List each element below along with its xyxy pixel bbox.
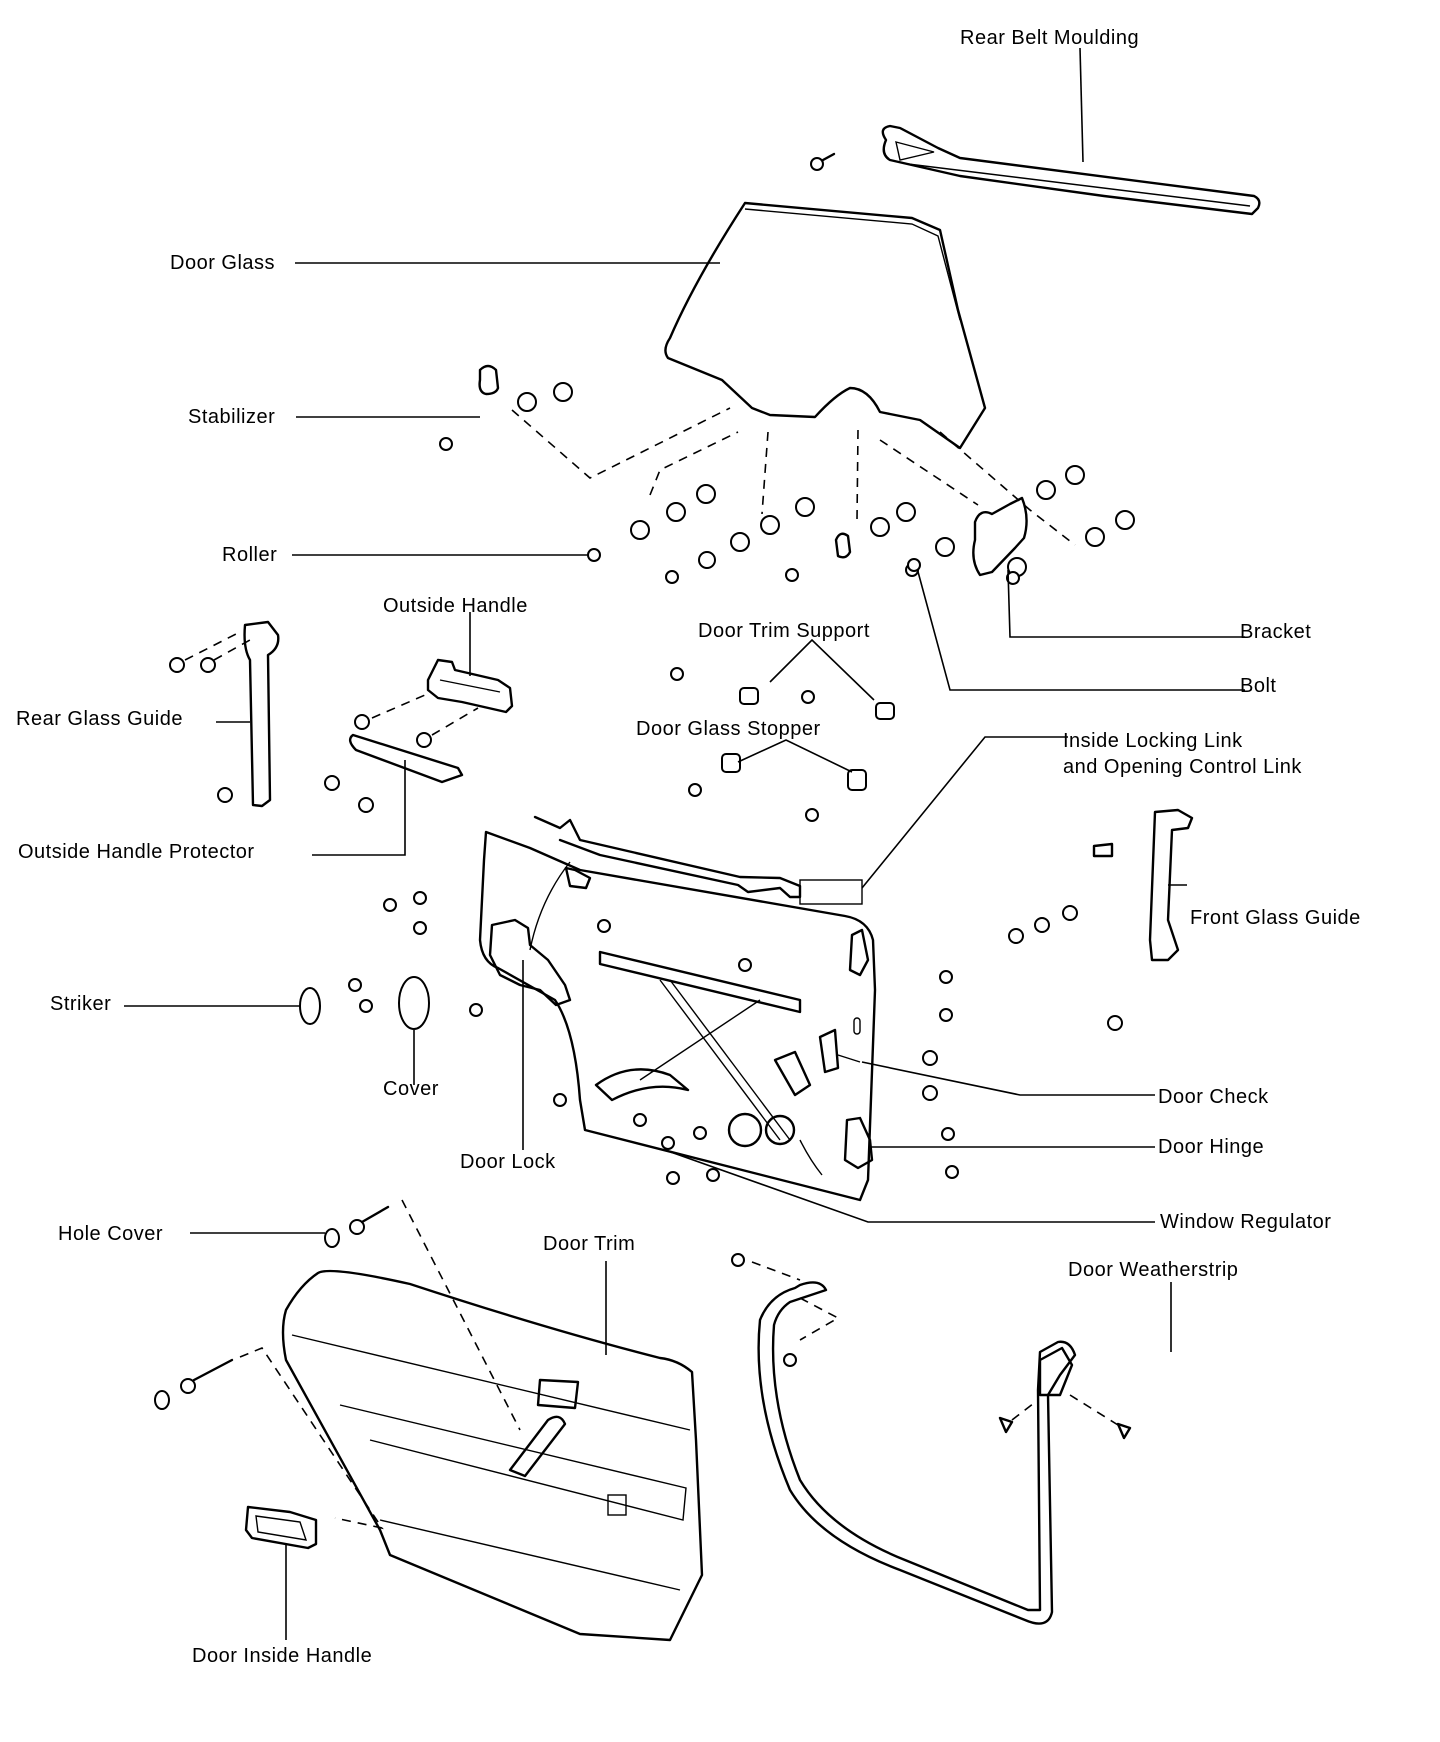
label-door-glass-stopper: Door Glass Stopper xyxy=(636,718,821,740)
inside-locking-link-part xyxy=(529,815,863,951)
label-door-lock: Door Lock xyxy=(460,1151,556,1173)
label-door-check: Door Check xyxy=(1158,1086,1269,1108)
stabilizer-part xyxy=(439,364,573,451)
label-outside-handle-protector: Outside Handle Protector xyxy=(18,841,255,863)
label-door-inside-handle: Door Inside Handle xyxy=(192,1645,373,1667)
label-door-trim-support: Door Trim Support xyxy=(698,620,870,642)
label-bracket: Bracket xyxy=(1240,621,1312,643)
bracket-leader xyxy=(1007,569,1245,638)
door-glass-stopper-leader xyxy=(737,739,853,773)
label-hole-cover: Hole Cover xyxy=(58,1223,164,1245)
outside-handle-part xyxy=(354,658,514,748)
label-roller: Roller xyxy=(222,544,278,566)
label-inside-locking-link-line1: Inside Locking Link xyxy=(1063,730,1243,752)
inside-locking-link-leader xyxy=(861,736,1068,889)
door-check-part xyxy=(818,970,953,1101)
label-bolt: Bolt xyxy=(1240,675,1277,697)
rear-belt-moulding-leader xyxy=(1079,47,1084,163)
door-trim-support-part xyxy=(670,667,895,720)
roller-part xyxy=(587,465,1135,584)
cover-part xyxy=(398,976,430,1030)
door-hinge-part xyxy=(843,928,959,1179)
rear-glass-guide-part xyxy=(169,620,280,808)
outside-handle-protector-part xyxy=(324,733,464,813)
label-inside-locking-link-line2: and Opening Control Link xyxy=(1063,756,1302,778)
door-glass-stopper-part xyxy=(688,753,867,822)
bolt-leader xyxy=(916,567,1245,691)
label-striker: Striker xyxy=(50,993,112,1015)
rear-belt-moulding-part xyxy=(810,124,1261,216)
label-door-glass: Door Glass xyxy=(170,252,276,274)
label-stabilizer: Stabilizer xyxy=(188,406,276,428)
label-front-glass-guide: Front Glass Guide xyxy=(1190,907,1361,929)
label-door-trim: Door Trim xyxy=(543,1233,636,1255)
window-regulator-part xyxy=(553,919,823,1185)
label-cover: Cover xyxy=(383,1078,439,1100)
door-trim-support-leader xyxy=(769,638,875,701)
label-door-hinge: Door Hinge xyxy=(1158,1136,1265,1158)
bracket-part xyxy=(972,496,1028,585)
door-lock-part xyxy=(488,918,572,1007)
front-glass-guide-part xyxy=(1008,808,1194,1031)
door-panel-part xyxy=(478,830,877,1202)
label-door-weatherstrip: Door Weatherstrip xyxy=(1068,1259,1239,1281)
door-trim-part xyxy=(281,1269,704,1642)
door-inside-handle-part xyxy=(244,1505,318,1550)
label-window-regulator: Window Regulator xyxy=(1160,1211,1332,1233)
window-regulator-leader xyxy=(664,1149,1155,1223)
label-outside-handle: Outside Handle xyxy=(383,595,528,617)
label-rear-belt-moulding: Rear Belt Moulding xyxy=(960,27,1140,49)
outside-handle-protector-leader xyxy=(312,760,406,856)
hole-cover-part xyxy=(154,1205,390,1410)
door-check-leader xyxy=(861,1061,1155,1096)
door-weatherstrip-part xyxy=(731,1253,1132,1625)
label-rear-glass-guide: Rear Glass Guide xyxy=(16,708,183,730)
door-glass-part xyxy=(664,201,987,450)
